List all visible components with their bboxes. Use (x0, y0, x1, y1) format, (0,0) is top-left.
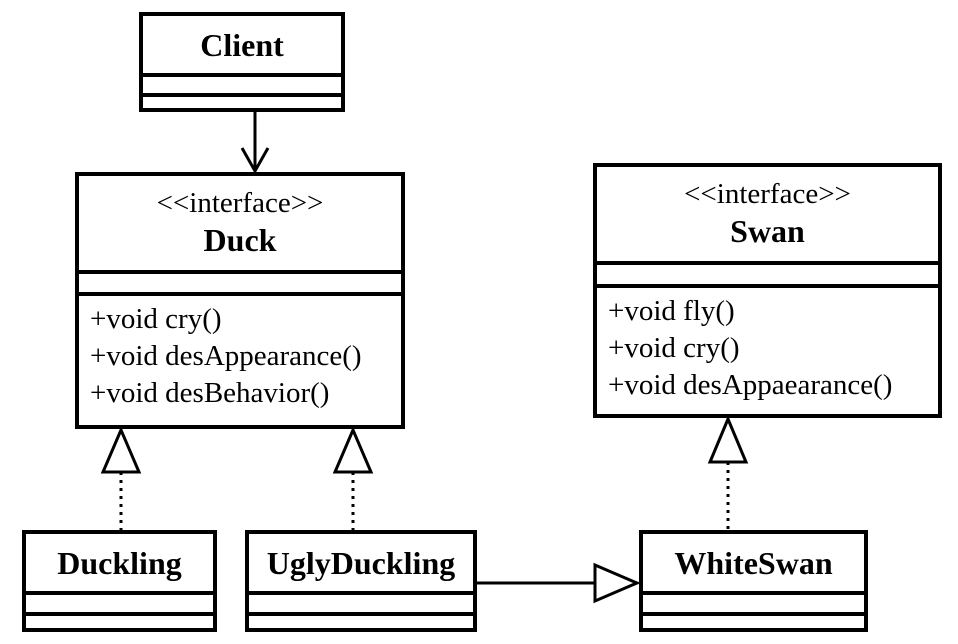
attributes-compartment (143, 73, 341, 93)
methods-compartment: +void fly() +void cry() +void desAppaear… (597, 284, 938, 414)
class-box-ugly-duckling: UglyDuckling (245, 530, 477, 632)
class-box-white-swan: WhiteSwan (639, 530, 868, 632)
class-title-compartment: Duckling (26, 534, 213, 591)
stereotype-label: <<interface>> (684, 177, 851, 210)
class-title-compartment: WhiteSwan (643, 534, 864, 591)
realization-arrow-white-swan-swan (707, 415, 749, 530)
class-name: Client (200, 26, 284, 63)
class-box-duckling: Duckling (22, 530, 217, 632)
method-item: +void desAppearance() (90, 340, 362, 372)
method-item: +void desBehavior() (90, 377, 330, 409)
methods-list: +void fly() +void cry() +void desAppaear… (597, 288, 938, 404)
methods-compartment (643, 612, 864, 628)
realization-arrow-ugly-duckling-duck (332, 426, 374, 530)
methods-list: +void cry() +void desAppearance() +void … (79, 296, 401, 412)
method-item: +void cry() (90, 303, 222, 335)
methods-compartment (26, 612, 213, 628)
stereotype-label: <<interface>> (156, 186, 324, 219)
class-name: Swan (730, 213, 805, 250)
class-name: UglyDuckling (266, 544, 456, 581)
method-item: +void fly() (608, 295, 735, 327)
methods-compartment (143, 93, 341, 108)
class-box-duck: <<interface>> Duck +void cry() +void des… (75, 172, 405, 429)
class-box-client: Client (139, 12, 345, 112)
class-name: WhiteSwan (674, 544, 833, 581)
class-title-compartment: <<interface>> Swan (597, 167, 938, 261)
attributes-compartment (26, 591, 213, 612)
class-title-compartment: Client (143, 16, 341, 73)
attributes-compartment (249, 591, 473, 612)
method-item: +void desAppaearance() (608, 369, 893, 401)
class-name: Duck (203, 222, 277, 259)
class-box-swan: <<interface>> Swan +void fly() +void cry… (593, 163, 942, 418)
attributes-compartment (643, 591, 864, 612)
method-item: +void cry() (608, 332, 740, 364)
attributes-compartment (79, 270, 401, 292)
class-title-compartment: UglyDuckling (249, 534, 473, 591)
association-arrow-client-duck (240, 112, 270, 175)
attributes-compartment (597, 261, 938, 284)
generalization-arrow-ugly-duckling-white-swan (477, 562, 641, 604)
class-name: Duckling (57, 544, 182, 581)
methods-compartment: +void cry() +void desAppearance() +void … (79, 292, 401, 425)
class-title-compartment: <<interface>> Duck (79, 176, 401, 270)
realization-arrow-duckling-duck (100, 426, 142, 530)
methods-compartment (249, 612, 473, 628)
